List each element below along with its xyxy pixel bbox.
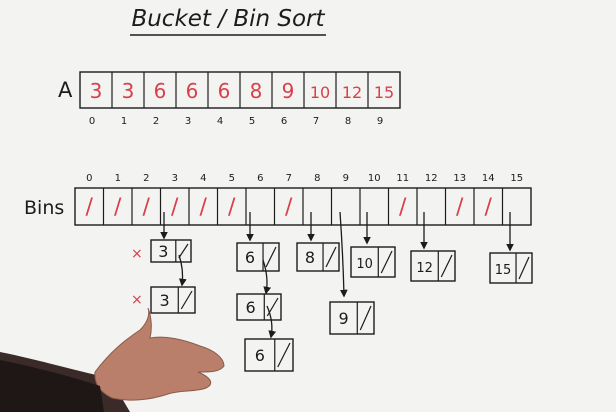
array-cell: 6	[154, 79, 167, 103]
array-index: 3	[185, 116, 191, 127]
bin-empty-mark: /	[399, 195, 407, 220]
arrow-bin9	[339, 211, 348, 298]
node-n6b: 6	[236, 293, 282, 321]
bin-index: 4	[200, 173, 206, 184]
node-value: 6	[246, 298, 256, 317]
array-cell: 6	[218, 79, 231, 103]
node-n12: 12	[410, 250, 456, 282]
node-n9: 9	[329, 301, 375, 335]
node-n3b: 3	[150, 286, 196, 314]
array-cell: 3	[90, 79, 103, 103]
bin-index: 3	[172, 173, 178, 184]
array-index: 7	[313, 116, 319, 127]
bin-empty-mark: /	[171, 195, 179, 220]
array-index: 9	[377, 116, 383, 127]
bin-index: 6	[257, 173, 263, 184]
array-index: 5	[249, 116, 255, 127]
array-cell: 12	[342, 83, 362, 102]
bin-empty-mark: /	[456, 195, 464, 220]
array-index: 8	[345, 116, 351, 127]
bin-index: 0	[86, 173, 92, 184]
bin-index: 2	[143, 173, 149, 184]
bin-index: 1	[115, 173, 121, 184]
arrow-6a-6b	[262, 259, 272, 295]
array-cell: 15	[374, 83, 394, 102]
node-n6c: 6	[244, 338, 294, 372]
bins-label: Bins	[24, 197, 64, 219]
array-index: 4	[217, 116, 223, 127]
bin-empty-mark: /	[228, 195, 236, 220]
node-value: 12	[416, 261, 433, 276]
array-index: 1	[121, 116, 127, 127]
array-index: 0	[89, 116, 95, 127]
bin-index: 13	[453, 173, 466, 184]
node-value: 3	[158, 242, 168, 261]
bin-index: 5	[229, 173, 235, 184]
node-value: 10	[356, 257, 373, 272]
bin-index: 15	[510, 173, 523, 184]
node-n8: 8	[296, 242, 340, 272]
node-value: 8	[305, 248, 315, 267]
node-value: 6	[245, 248, 255, 267]
bin-nodes: 3 3 6 6 6 8 9 10 12 15	[150, 239, 533, 372]
bins-array: 0 / 1 / 2 / 3 / 4 / 5 / 6 7 / 8 9 10 11 / 12 13 / 14 / 15	[74, 173, 532, 226]
bin-empty-mark: /	[485, 195, 493, 220]
presenter-hand	[0, 307, 225, 412]
bin-empty-mark: /	[114, 195, 122, 220]
bin-index: 9	[343, 173, 349, 184]
bin-index: 8	[314, 173, 320, 184]
bin-index: 10	[368, 173, 381, 184]
bin-empty-mark: /	[200, 195, 208, 220]
bin-index: 14	[482, 173, 495, 184]
array-index: 2	[153, 116, 159, 127]
bin-index: 12	[425, 173, 438, 184]
bin-index: 11	[396, 173, 409, 184]
node-value: 6	[255, 346, 265, 365]
node-n15: 15	[489, 252, 533, 284]
node-n3a: 3	[150, 239, 192, 263]
array-cell: 9	[282, 79, 295, 103]
bin-empty-mark: /	[143, 195, 151, 220]
array-index: 6	[281, 116, 287, 127]
node-value: 9	[339, 309, 349, 328]
cross-mark-2: ×	[131, 292, 143, 308]
node-value: 15	[495, 263, 512, 278]
array-cell: 6	[186, 79, 199, 103]
bin-empty-mark: /	[86, 195, 94, 220]
cross-mark-1: ×	[131, 246, 143, 262]
array-cell: 10	[310, 83, 330, 102]
arrow-6b-6c	[266, 305, 277, 339]
array-label: A	[58, 78, 73, 102]
title: Bucket / Bin Sort	[131, 6, 325, 32]
array-cell: 8	[250, 79, 263, 103]
node-value: 3	[160, 291, 170, 310]
node-n10: 10	[350, 246, 396, 278]
array-cell: 3	[122, 79, 135, 103]
bin-index: 7	[286, 173, 292, 184]
bin-arrows	[160, 211, 514, 339]
bin-empty-mark: /	[285, 195, 293, 220]
arrow-3a-3b	[178, 254, 187, 287]
node-n6a: 6	[236, 242, 280, 272]
